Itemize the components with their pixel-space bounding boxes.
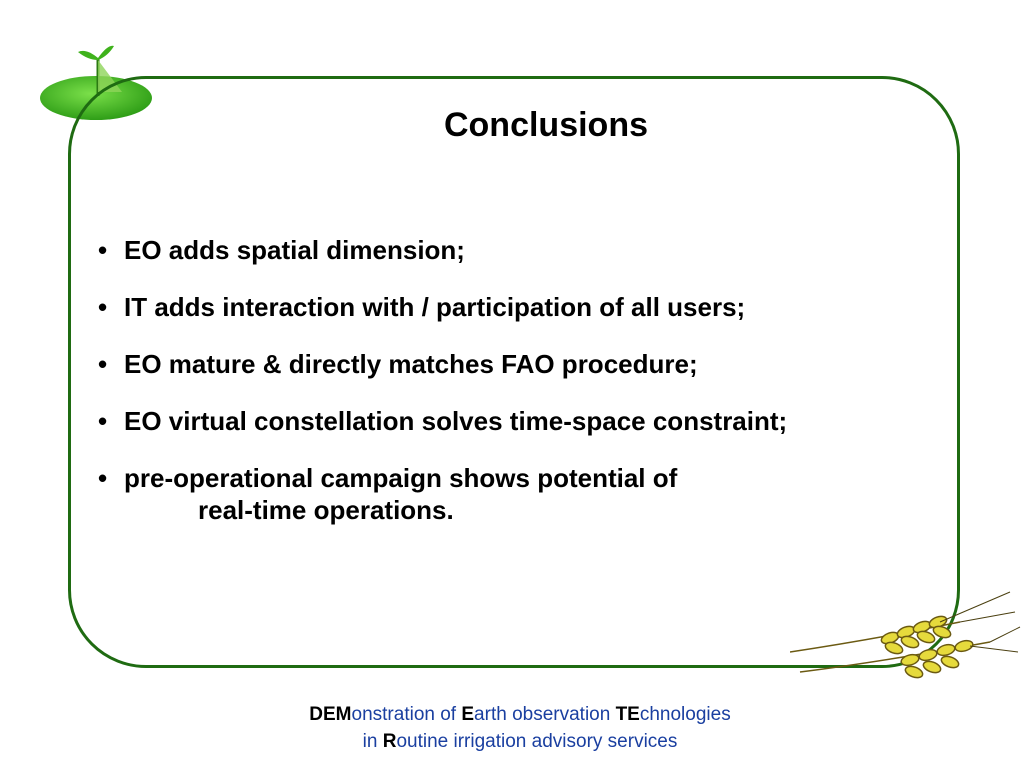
footer-line-2: in Routine irrigation advisory services	[0, 728, 1024, 755]
wheat-ears-icon	[790, 591, 1021, 679]
footer-text: chnologies	[639, 704, 731, 725]
bullet-text: EO virtual constellation solves time-spa…	[124, 406, 788, 436]
bullet-item: • IT adds interaction with / participati…	[98, 289, 787, 325]
footer-acronym-letter: E	[461, 704, 475, 725]
bullet-item: • EO mature & directly matches FAO proce…	[98, 346, 787, 382]
footer: DEMonstration of Earth observation TEchn…	[0, 701, 1024, 755]
bullet-continuation: real-time operations.	[198, 495, 454, 525]
bullet-text: EO adds spatial dimension;	[124, 235, 465, 265]
bullet-symbol: •	[98, 292, 108, 322]
bullet-item: • EO adds spatial dimension;	[98, 232, 787, 268]
footer-text: arth observation	[474, 704, 616, 725]
bullet-symbol: •	[98, 406, 108, 436]
bullet-symbol: •	[98, 235, 108, 265]
bullet-item: • pre-operational campaign shows potenti…	[98, 460, 787, 528]
slide-title: Conclusions	[443, 106, 649, 144]
footer-text: outine irrigation advisory services	[396, 731, 678, 752]
footer-text: in	[362, 731, 383, 752]
footer-line-1: DEMonstration of Earth observation TEchn…	[0, 701, 1024, 728]
bullet-text: IT adds interaction with / participation…	[124, 292, 746, 322]
footer-acronym-letter: DEM	[309, 704, 352, 725]
bullet-symbol: •	[98, 463, 108, 493]
content-frame	[68, 76, 960, 668]
footer-acronym-letter: TE	[615, 704, 640, 725]
bullet-text: EO mature & directly matches FAO procedu…	[124, 349, 698, 379]
bullet-text: pre-operational campaign shows potential…	[124, 463, 678, 493]
bullet-symbol: •	[98, 349, 108, 379]
footer-acronym-letter: R	[382, 731, 397, 752]
footer-text: onstration of	[351, 704, 462, 725]
bullet-item: • EO virtual constellation solves time-s…	[98, 403, 787, 439]
bullet-list: • EO adds spatial dimension; • IT adds i…	[98, 232, 787, 549]
